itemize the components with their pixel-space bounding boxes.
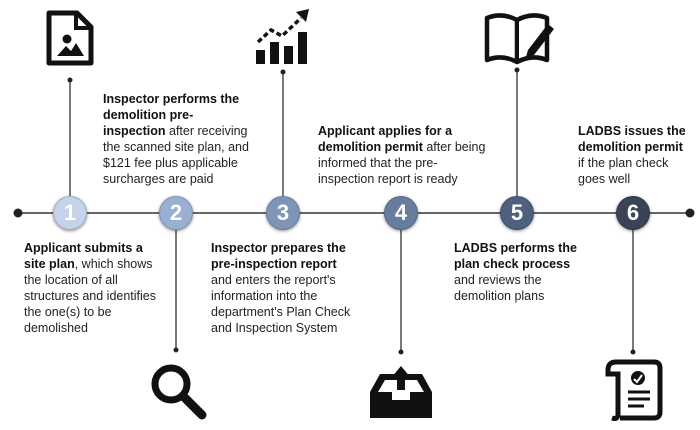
connector-2-dot	[173, 347, 179, 353]
step-1-bold: Applicant submits a site plan	[24, 241, 143, 271]
step-5-bold: LADBS performs the plan check process	[454, 241, 577, 271]
step-4-text: Applicant applies for a demolition permi…	[318, 123, 488, 187]
step-2-bold: Inspector performs the demolition pre-in…	[103, 92, 240, 138]
step-2-number: 2	[169, 200, 183, 225]
step-4-bold: Applicant applies for a demolition permi…	[318, 124, 453, 154]
growth-chart-icon	[256, 9, 309, 64]
step-3-number: 3	[276, 200, 290, 225]
image-file-icon	[46, 10, 94, 66]
step-1-circle: 1	[53, 196, 87, 230]
step-5-text: LADBS performs the plan check process an…	[454, 240, 584, 304]
step-5-rest: and reviews the demolition plans	[454, 273, 545, 303]
timeline-end-dot	[685, 208, 695, 218]
step-6-text: LADBS issues the demolition permit if th…	[578, 123, 688, 187]
step-6-number: 6	[626, 200, 640, 225]
connector-6-dot	[630, 349, 636, 355]
open-book-pen-icon	[484, 13, 554, 65]
step-1-number: 1	[63, 200, 77, 225]
upload-tray-icon	[370, 366, 432, 418]
step-3-circle: 3	[266, 196, 300, 230]
step-3-bold: Inspector prepares the pre-inspection re…	[211, 241, 346, 271]
connector-5-dot	[514, 67, 520, 73]
step-2-text: Inspector performs the demolition pre-in…	[103, 91, 253, 187]
step-4-rest: after being informed that the pre-inspec…	[318, 140, 486, 186]
step-5-circle: 5	[500, 196, 534, 230]
step-3-text: Inspector prepares the pre-inspection re…	[211, 240, 356, 336]
certificate-scroll-icon	[605, 359, 663, 421]
step-2-rest: after receiving the scanned site plan, a…	[103, 124, 249, 186]
connector-3-dot	[280, 69, 286, 75]
step-2-circle: 2	[159, 196, 193, 230]
step-4-number: 4	[394, 200, 408, 225]
connector-1-dot	[67, 77, 73, 83]
step-5-number: 5	[510, 200, 524, 225]
magnifier-icon	[151, 364, 207, 420]
step-6-circle: 6	[616, 196, 650, 230]
step-1-rest: , which shows the location of all struct…	[24, 257, 157, 335]
connector-4-dot	[398, 349, 404, 355]
step-6-rest: if the plan check goes well	[578, 156, 669, 186]
step-1-text: Applicant submits a site plan, which sho…	[24, 240, 156, 336]
step-6-bold: LADBS issues the demolition permit	[578, 124, 686, 154]
step-3-rest: and enters the report's information into…	[211, 273, 351, 335]
step-4-circle: 4	[384, 196, 418, 230]
timeline-start-dot	[13, 208, 23, 218]
